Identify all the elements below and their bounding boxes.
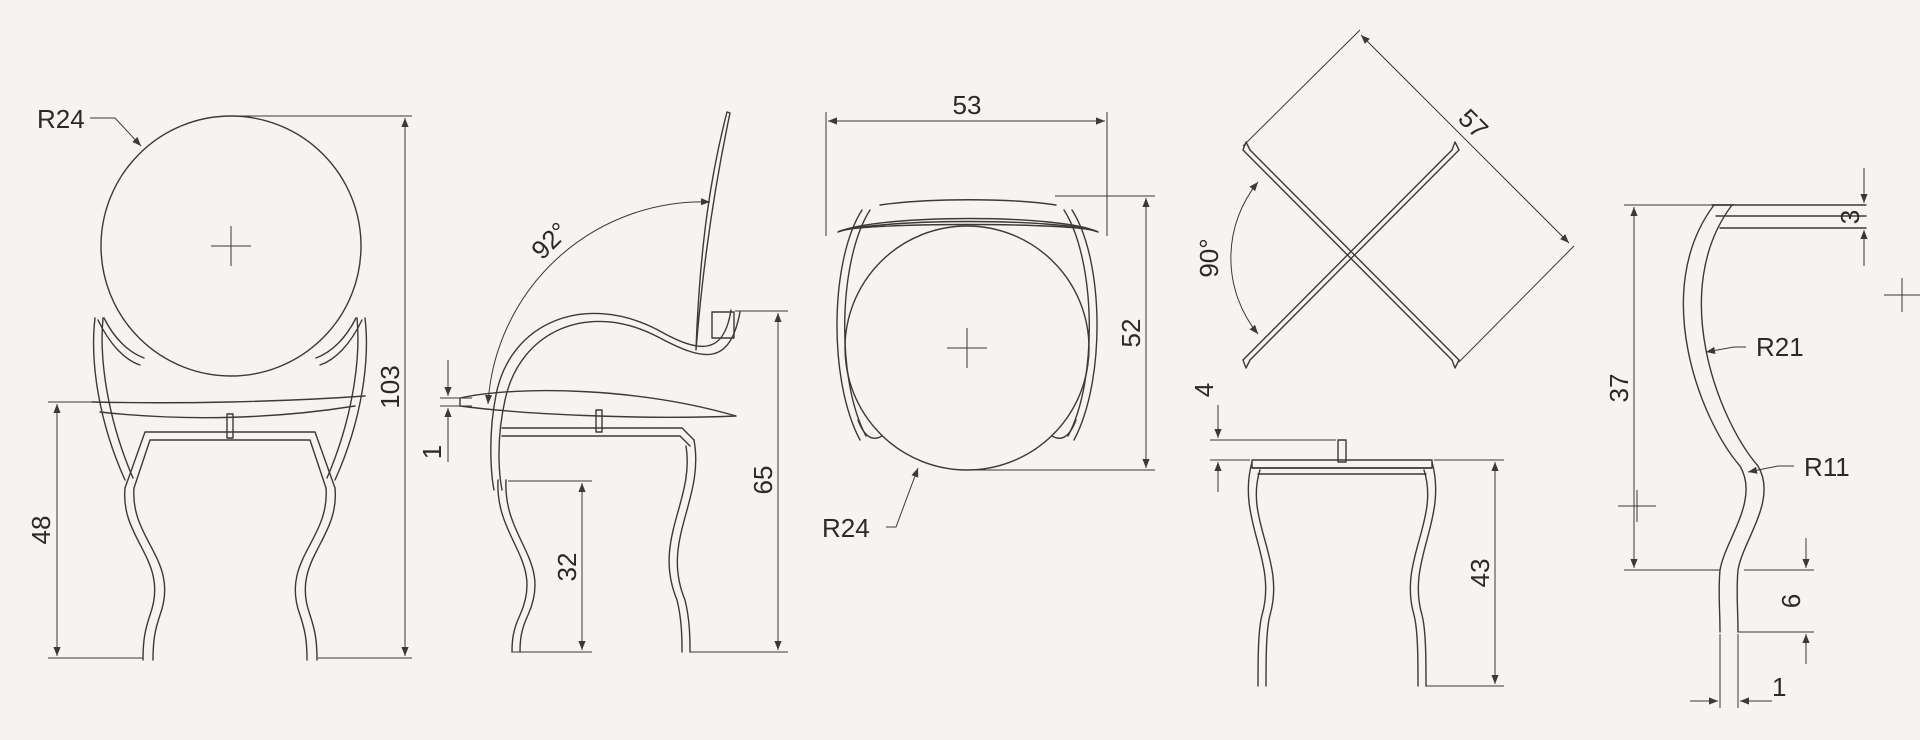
top-radius-label: R24 <box>822 513 870 543</box>
upper-radius-label: R21 <box>1756 332 1804 362</box>
left-leg <box>133 487 166 661</box>
front-leg-side <box>497 479 528 653</box>
left-upright <box>101 317 134 479</box>
extension-line <box>1242 29 1361 147</box>
height-label: 43 <box>1465 559 1495 588</box>
diagonal-dim <box>1360 34 1570 244</box>
right-upright <box>334 317 368 481</box>
depth-label: 52 <box>1116 319 1146 348</box>
arm-top-right <box>1071 209 1098 441</box>
base-leg-right <box>1409 469 1429 687</box>
back-rail-top <box>879 199 1057 206</box>
front-view: R24 103 48 <box>26 104 412 661</box>
right-leg <box>304 487 336 661</box>
leg-top-bar <box>1711 204 1867 229</box>
arm-height-label: 65 <box>748 466 778 495</box>
top-thickness-label: 3 <box>1835 210 1865 224</box>
arm-block <box>711 311 735 339</box>
arm-top-left <box>836 209 863 441</box>
frame-view: 57 90° 4 43 <box>1189 29 1575 687</box>
x-brace <box>1242 141 1251 151</box>
frame-rail <box>501 427 695 441</box>
foot-height-label: 6 <box>1776 594 1806 608</box>
arm-top-left <box>844 209 871 437</box>
frame-rail <box>501 435 691 447</box>
back-angle-arc <box>484 198 711 405</box>
width-label: 53 <box>953 90 982 120</box>
frame-rail <box>124 431 336 489</box>
seat-thickness-label: 1 <box>417 445 447 459</box>
leg-profile: 3 37 R21 R11 6 1 <box>1604 168 1920 708</box>
frame-rail <box>133 439 327 489</box>
extension-line <box>1458 245 1575 363</box>
x-brace <box>1242 359 1251 369</box>
radius-leader <box>1747 465 1794 474</box>
left-arm <box>97 319 141 366</box>
profile-height-label: 37 <box>1604 374 1634 403</box>
base-leg-right <box>1417 461 1437 687</box>
seat <box>91 395 366 404</box>
leg-curve <box>1700 204 1765 633</box>
right-leg <box>294 487 327 661</box>
center-post <box>595 409 603 433</box>
front-radius-label: R24 <box>37 104 85 134</box>
frame-angle-label: 90° <box>1194 238 1224 277</box>
arm-top-right <box>1063 209 1090 437</box>
base-leg-left <box>1255 469 1275 687</box>
arm-top-right <box>1051 419 1077 439</box>
front-leg-side <box>505 479 536 653</box>
seat-height-label: 48 <box>26 516 56 545</box>
foot-width-label: 1 <box>1772 672 1786 702</box>
total-height-label: 103 <box>375 365 405 408</box>
radius-leader <box>1705 346 1746 354</box>
leg-curve <box>1682 204 1747 633</box>
center-post <box>226 413 234 439</box>
left-arm <box>103 317 145 359</box>
right-arm <box>319 319 363 366</box>
left-upright <box>92 317 126 481</box>
top-view: 53 52 R24 <box>822 90 1155 543</box>
back-leg-side <box>668 445 688 653</box>
base-leg-left <box>1247 461 1267 687</box>
center-post <box>1337 439 1347 463</box>
right-upright <box>326 317 359 479</box>
arm-top-left <box>857 419 883 439</box>
frame-angle-arc <box>1230 181 1259 335</box>
top-thickness-label: 4 <box>1189 383 1219 397</box>
leg-height-label: 32 <box>552 553 582 582</box>
backrest-circle <box>100 115 362 377</box>
radius-leader <box>90 117 142 147</box>
radius-leader <box>886 467 919 528</box>
lower-radius-label: R11 <box>1804 452 1850 482</box>
x-brace <box>1451 359 1460 369</box>
left-leg <box>124 487 156 661</box>
right-arm <box>315 317 357 359</box>
back-leg-side <box>676 439 697 653</box>
